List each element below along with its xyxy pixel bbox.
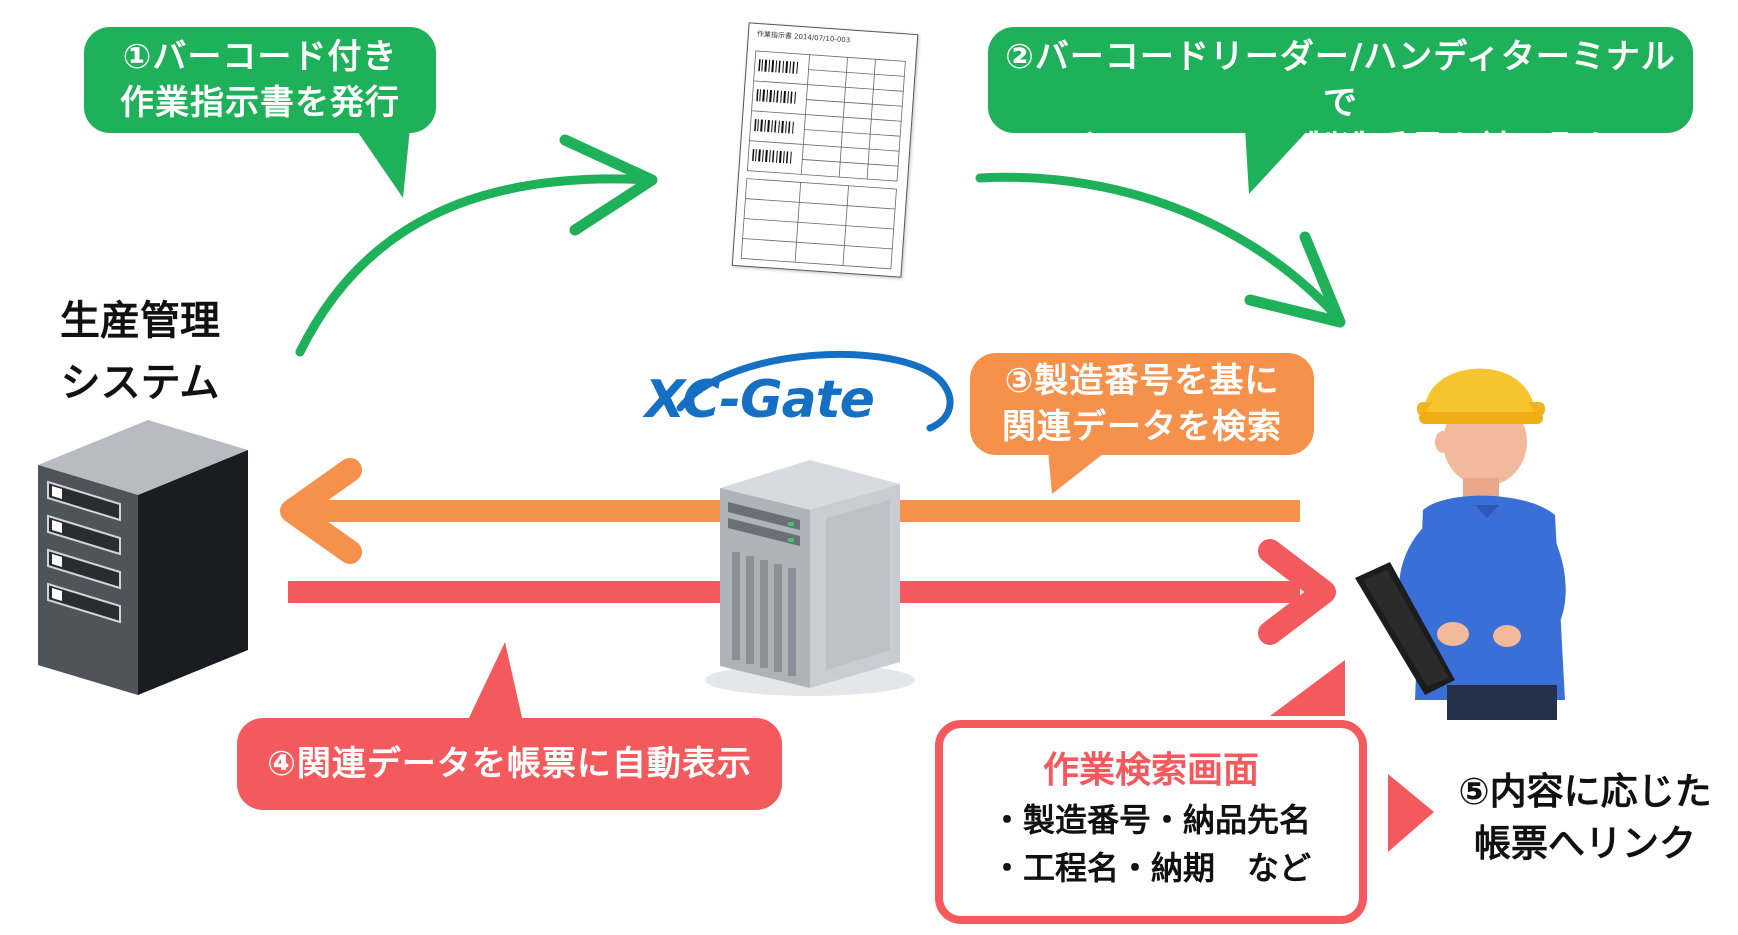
xcgate-logo-swoosh (676, 350, 954, 432)
worker-icon (1355, 368, 1566, 720)
bubble-step3-line1: ③製造番号を基に (1004, 361, 1280, 401)
xcgate-logo: XC-Gate (640, 350, 960, 440)
result-label-line2: 帳票へリンク (1474, 822, 1696, 865)
bubble-step4: ④関連データを帳票に自動表示 (237, 718, 782, 810)
search-arrowhead (280, 458, 362, 564)
bubble-step3: ③製造番号を基に 関連データを検索 (970, 353, 1314, 455)
system-label: 生産管理 システム (30, 290, 250, 414)
system-label-line2: システム (60, 360, 220, 406)
bubble-step2-line2: バーコードから製造番号を読み取り (1060, 129, 1621, 169)
display-arrowhead (1258, 539, 1336, 645)
search-screen-box: 作業検索画面 ・製造番号・納品先名 ・工程名・納期 など (935, 720, 1367, 924)
result-label-line1: ⑤内容に応じた (1458, 770, 1712, 813)
xcgate-logo-text: XC-Gate (645, 370, 875, 430)
document-table (740, 50, 906, 270)
read-arrowhead (1244, 231, 1346, 328)
bubble-step2: ②バーコードリーダー/ハンディターミナルで バーコードから製造番号を読み取り (988, 27, 1693, 169)
bubble-step1-tail (355, 128, 410, 198)
bubble-step1: ①バーコード付き 作業指示書を発行 (84, 27, 436, 133)
bubble-step4-tail (467, 642, 523, 722)
bubble-step3-line2: 関連データを検索 (1002, 407, 1282, 447)
bubble-step3-tail (1048, 450, 1108, 494)
xcgate-server-icon (705, 460, 915, 696)
search-screen-line1: ・製造番号・納品先名 (990, 801, 1311, 839)
search-box-tail (1270, 660, 1345, 716)
result-arrow (1388, 774, 1434, 852)
server-icon (38, 420, 248, 695)
bubble-step1-line2: 作業指示書を発行 (120, 83, 400, 123)
result-label: ⑤内容に応じた 帳票へリンク (1440, 766, 1730, 870)
bubble-step4-text: ④関連データを帳票に自動表示 (267, 744, 752, 784)
read-arrow (975, 172, 1345, 325)
bubble-step1-line1: ①バーコード付き (122, 37, 398, 77)
document-icon: 作業指示書 2014/07/10-003 (731, 22, 919, 278)
search-screen-title: 作業検索画面 (1042, 750, 1259, 791)
system-label-line1: 生産管理 (60, 298, 220, 344)
issue-arrowhead (559, 134, 658, 236)
search-screen-line2: ・工程名・納期 など (990, 849, 1311, 887)
bubble-step2-line1: ②バーコードリーダー/ハンディターミナルで (1005, 37, 1676, 123)
issue-arrow (295, 174, 655, 357)
bubble-step2-tail (1245, 128, 1310, 194)
